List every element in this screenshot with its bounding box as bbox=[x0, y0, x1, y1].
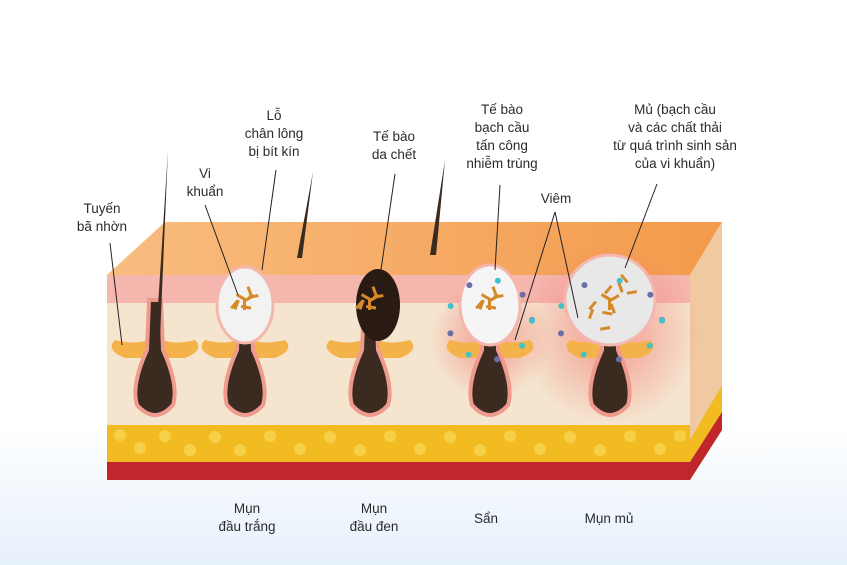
bacteria bbox=[609, 303, 616, 314]
label-pus: Mủ (bạch cầu và các chất thải từ quá trì… bbox=[613, 102, 737, 171]
white-blood-cell bbox=[581, 282, 588, 289]
bacteria bbox=[603, 284, 613, 295]
bacteria bbox=[233, 299, 240, 310]
follicle-bulb bbox=[468, 298, 512, 417]
label-bacteria: Vi khuẩn bbox=[186, 166, 224, 199]
label-inflammation: Viêm bbox=[540, 191, 572, 206]
white-blood-cell bbox=[465, 351, 472, 358]
hair-follicle bbox=[446, 263, 535, 417]
blackhead-plug bbox=[356, 269, 400, 341]
label-sebaceous-gland: Tuyến bã nhờn bbox=[76, 201, 128, 234]
hair-follicle bbox=[558, 253, 665, 417]
white-blood-cell bbox=[519, 291, 526, 298]
bacteria bbox=[588, 300, 597, 311]
white-blood-cell bbox=[528, 317, 535, 324]
white-blood-cell bbox=[466, 282, 473, 289]
bacteria bbox=[358, 299, 365, 310]
white-blood-cell bbox=[646, 342, 653, 349]
bacteria bbox=[360, 293, 371, 301]
hair-follicle bbox=[326, 269, 414, 417]
bacteria bbox=[488, 300, 491, 310]
bacteria bbox=[626, 290, 638, 295]
bacteria bbox=[368, 300, 371, 310]
stage-pustule: Mụn mủ bbox=[584, 511, 634, 526]
hair bbox=[430, 160, 445, 255]
bacteria bbox=[602, 310, 613, 316]
bacteria bbox=[246, 286, 253, 297]
white-blood-cell bbox=[447, 302, 454, 309]
stage-blackhead: Mụn đầu đen bbox=[349, 501, 399, 534]
white-blood-cell bbox=[580, 351, 587, 358]
bacteria bbox=[489, 294, 500, 302]
bacteria bbox=[485, 304, 497, 310]
fat-cells bbox=[114, 429, 686, 456]
white-blood-cell bbox=[447, 330, 454, 337]
label-clogged-pore: Lỗ chân lông bị bít kín bbox=[244, 108, 304, 159]
white-blood-cell bbox=[494, 277, 501, 284]
white-blood-cell bbox=[616, 277, 623, 284]
bacteria bbox=[491, 286, 498, 297]
white-blood-cell bbox=[647, 291, 654, 298]
bacteria bbox=[371, 286, 378, 297]
bacteria bbox=[600, 293, 611, 301]
muscle-layer bbox=[107, 462, 690, 480]
bacteria bbox=[587, 308, 595, 320]
follicle-bulb bbox=[588, 298, 632, 417]
stage-papule: Sẩn bbox=[473, 511, 499, 526]
bacteria bbox=[365, 304, 377, 310]
leader-lines bbox=[109, 169, 658, 346]
bacteria bbox=[240, 304, 252, 310]
bacteria bbox=[480, 293, 491, 301]
bacteria bbox=[369, 294, 380, 302]
bacteria bbox=[609, 294, 620, 302]
bacteria bbox=[619, 273, 629, 284]
bacteria bbox=[235, 293, 246, 301]
bacteria bbox=[600, 326, 611, 331]
bacteria bbox=[244, 294, 255, 302]
label-white-blood-cells: Tế bào bạch cầu tấn công nhiễm trùng bbox=[466, 102, 538, 171]
bacteria bbox=[478, 299, 485, 310]
bacteria bbox=[617, 282, 624, 293]
hair-follicle bbox=[201, 265, 289, 417]
hair bbox=[153, 150, 168, 385]
white-blood-cell bbox=[615, 356, 622, 363]
fat-layer bbox=[107, 425, 690, 463]
label-dead-skin-cells: Tế bào da chết bbox=[371, 129, 417, 162]
white-blood-cell bbox=[519, 342, 526, 349]
stage-whitehead: Mụn đầu trắng bbox=[218, 501, 276, 534]
white-blood-cell bbox=[658, 317, 665, 324]
follicle-bulb bbox=[348, 298, 392, 417]
bacteria bbox=[243, 300, 246, 310]
follicle-bulb bbox=[223, 298, 267, 417]
hair bbox=[297, 172, 313, 258]
bacteria bbox=[608, 300, 611, 310]
white-blood-cell bbox=[558, 330, 565, 337]
white-blood-cell bbox=[494, 356, 501, 363]
white-blood-cell bbox=[558, 302, 565, 309]
